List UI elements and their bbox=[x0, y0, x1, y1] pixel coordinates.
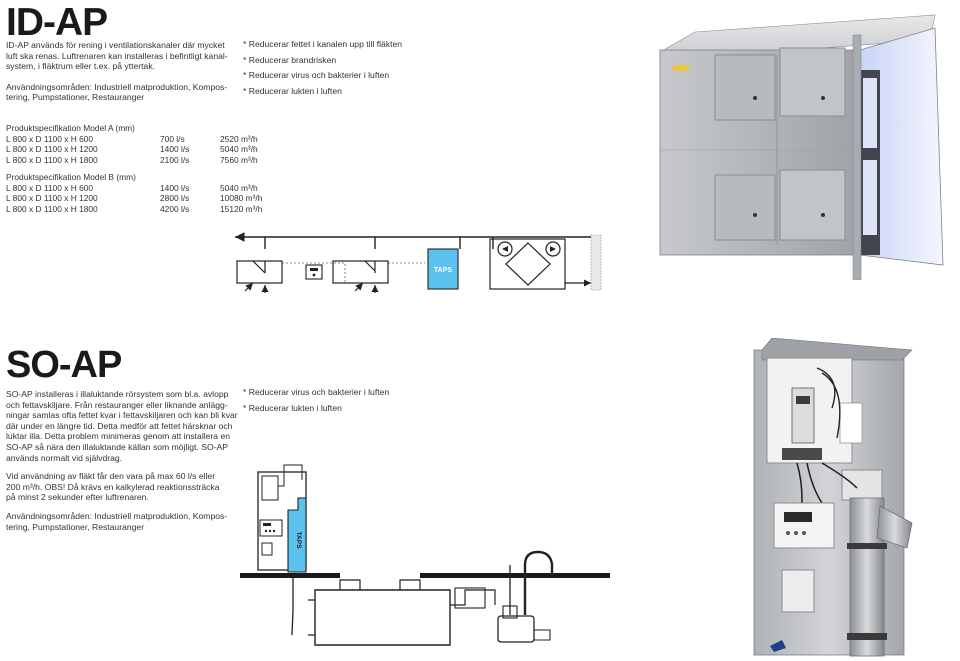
so-ap-title: SO-AP bbox=[6, 344, 122, 386]
id-ap-benefits: * Reducerar fettet i kanalen upp till fl… bbox=[243, 37, 463, 99]
fan-icon bbox=[497, 241, 513, 257]
benefit-item: * Reducerar fettet i kanalen upp till fl… bbox=[243, 39, 403, 49]
power-box bbox=[781, 569, 815, 613]
id-ap-intro-line: system, i fläktrum eller t.ex. på yttert… bbox=[6, 61, 156, 72]
id-ap-duct-diagram: TAPS bbox=[235, 232, 602, 293]
so-ap-description: SO-AP installeras i illaluktande rörsyst… bbox=[6, 389, 238, 540]
junction-box bbox=[841, 469, 883, 501]
ground-line bbox=[240, 573, 340, 578]
id-ap-title: ID-AP bbox=[6, 1, 108, 44]
so-ap-text-line: Vid användning av fläkt får den vara på … bbox=[6, 471, 216, 482]
heat-exchanger bbox=[489, 238, 566, 290]
id-ap-intro: ID-AP används för rening i ventilationsk… bbox=[6, 40, 236, 103]
so-ap-text-line: Användningsområden: Industriell matprodu… bbox=[6, 510, 228, 521]
wall-hatch bbox=[590, 234, 602, 291]
so-ap-text-line: SO-AP så nära den illaluktande källan so… bbox=[6, 441, 228, 452]
so-ap-text-line: används normalt vid självdrag. bbox=[6, 452, 123, 463]
spec-table-b: Produktspecifikation Model B (mm) L 800 … bbox=[6, 172, 276, 214]
so-ap-text-line: på minst 2 sekunder efter luftrenaren. bbox=[6, 492, 149, 503]
control-panel bbox=[259, 519, 283, 537]
control-unit bbox=[773, 502, 835, 549]
spec-heading: Produktspecifikation Model B (mm) bbox=[6, 172, 136, 182]
brand-logo bbox=[770, 640, 786, 652]
hood-right bbox=[332, 260, 389, 293]
benefit-item: * Reducerar virus och bakterier i luften bbox=[243, 387, 390, 397]
id-ap-areas-line: tering, Pumpstationer, Restauranger bbox=[6, 92, 145, 103]
so-ap-text-line: och fettavskiljare. Från restauranger el… bbox=[6, 399, 228, 410]
taps-label: TAPS bbox=[434, 267, 452, 274]
pump bbox=[497, 615, 535, 643]
label-sheet bbox=[839, 402, 863, 444]
ground-line bbox=[420, 573, 610, 578]
id-ap-intro-line: ID-AP används för rening i ventilationsk… bbox=[6, 40, 225, 50]
controller-box bbox=[305, 264, 323, 280]
taps-pipe bbox=[287, 497, 307, 573]
id-ap-unit-image bbox=[659, 14, 944, 280]
benefit-item: * Reducerar virus och bakterier i luften bbox=[243, 70, 390, 80]
so-ap-installation-diagram: TAPS bbox=[240, 464, 610, 646]
taps-pipe-label: TAPS bbox=[295, 532, 302, 550]
so-ap-text-line: SO-AP installeras i illaluktande rörsyst… bbox=[6, 389, 229, 399]
id-ap-intro-line: luft ska renas. Luftrenaren kan installe… bbox=[6, 50, 228, 61]
benefit-item: * Reducerar lukten i luften bbox=[243, 85, 342, 96]
benefit-item: * Reducerar brandrisken bbox=[243, 54, 337, 65]
so-ap-text-line: där under en längre tid. Detta medför at… bbox=[6, 420, 233, 431]
so-ap-text-line: tering, Pumpstationer, Restauranger bbox=[6, 521, 145, 532]
so-ap-text-line: 200 m³/h. OBS! Då krävs en kalkylerad re… bbox=[6, 481, 220, 492]
so-ap-text-line: luktar illa. Detta problem minimeras gen… bbox=[6, 431, 231, 442]
taps-unit bbox=[427, 248, 459, 290]
fan-icon bbox=[545, 241, 561, 257]
so-ap-text-line: ningar samlas ofta fettet kvar i fettavs… bbox=[6, 410, 238, 421]
so-ap-benefits: * Reducerar virus och bakterier i luften… bbox=[243, 385, 463, 416]
hood-left bbox=[236, 260, 283, 293]
spec-table-a: Produktspecifikation Model A (mm) L 800 … bbox=[6, 123, 276, 165]
benefit-item: * Reducerar lukten i luften bbox=[243, 402, 342, 413]
so-ap-unit-image bbox=[753, 338, 913, 657]
grease-separator-tank bbox=[314, 589, 451, 646]
id-ap-areas-line: Användningsområden: Industriell matprodu… bbox=[6, 81, 228, 92]
spec-heading: Produktspecifikation Model A (mm) bbox=[6, 123, 135, 133]
